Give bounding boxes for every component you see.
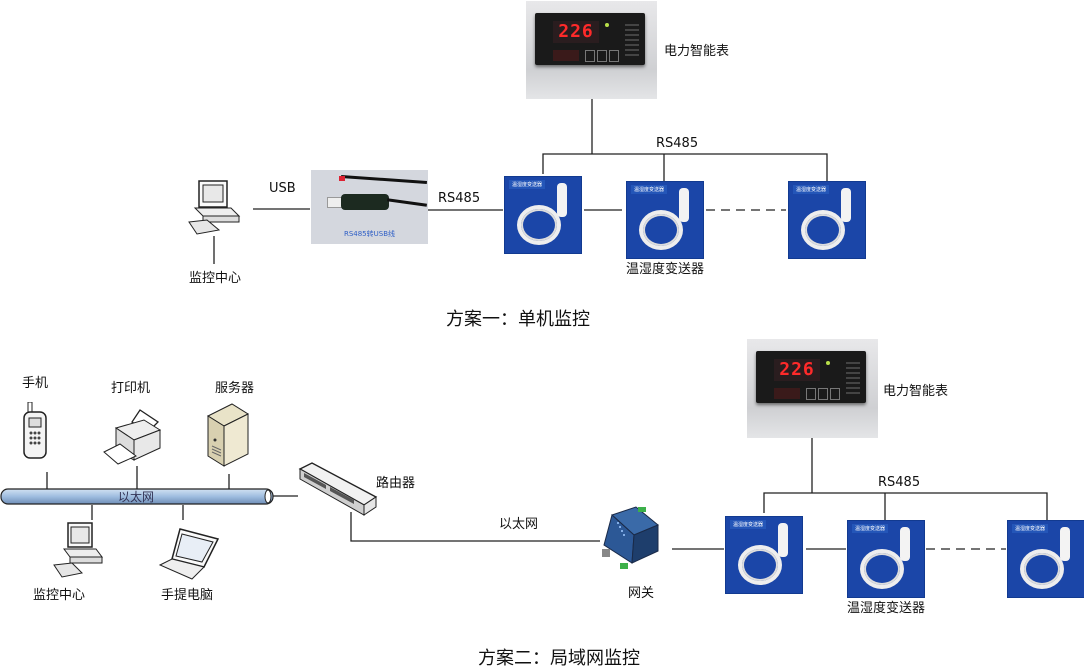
server-label: 服务器 <box>215 381 255 396</box>
phone-label: 手机 <box>22 376 49 391</box>
sensor-3: 温湿度变送器 <box>788 181 866 259</box>
sensor-5: 温湿度变送器 <box>847 520 925 598</box>
printer-icon <box>103 409 162 465</box>
printer-label: 打印机 <box>111 381 151 396</box>
rs485-link-label: RS485 <box>438 191 481 206</box>
cable-caption: RS485转USB线 <box>343 230 396 238</box>
sensor-6: 温湿度变送器 <box>1007 520 1084 598</box>
pc-label-1: 监控中心 <box>189 271 242 286</box>
scheme1-caption: 方案一：单机监控 <box>446 309 590 330</box>
monitoring-pc-icon <box>53 522 103 578</box>
pc-label-2: 监控中心 <box>33 588 86 603</box>
sensor-4: 温湿度变送器 <box>725 516 803 594</box>
sensor-label-1: 温湿度变送器 <box>626 262 705 277</box>
computer-icon <box>188 180 241 235</box>
bus-label-1: RS485 <box>656 136 699 151</box>
rs485-bus-2 <box>763 492 1048 520</box>
meter-label-1: 电力智能表 <box>664 44 730 59</box>
router-label: 路由器 <box>376 476 416 491</box>
scheme2-caption: 方案二：局域网监控 <box>478 648 640 669</box>
router-icon <box>298 462 378 516</box>
ethernet-backbone <box>0 488 274 505</box>
rs485-bus-1 <box>542 153 828 182</box>
server-icon <box>206 403 250 467</box>
gateway-icon <box>602 506 659 569</box>
laptop-label: 手提电脑 <box>161 588 214 603</box>
sensor-2: 温湿度变送器 <box>626 181 704 259</box>
phone-icon <box>23 402 47 459</box>
backbone-label: 以太网 <box>118 490 155 504</box>
power-meter-1: 226 <box>526 1 657 99</box>
meter-label-2: 电力智能表 <box>883 384 949 399</box>
rs485-usb-cable: RS485转USB线 <box>311 170 428 244</box>
meter-display-2: 226 <box>774 359 820 381</box>
usb-label: USB <box>269 181 296 196</box>
gateway-label: 网关 <box>628 586 655 601</box>
sensor-1: 温湿度变送器 <box>504 176 582 254</box>
ethernet-label: 以太网 <box>499 517 539 532</box>
meter-display: 226 <box>553 21 599 43</box>
bus-label-2: RS485 <box>878 475 921 490</box>
laptop-icon <box>158 528 220 580</box>
ethernet-line <box>350 512 600 542</box>
sensor-label-2: 温湿度变送器 <box>847 601 926 616</box>
power-meter-2: 226 <box>747 339 878 438</box>
status-led <box>605 23 609 27</box>
